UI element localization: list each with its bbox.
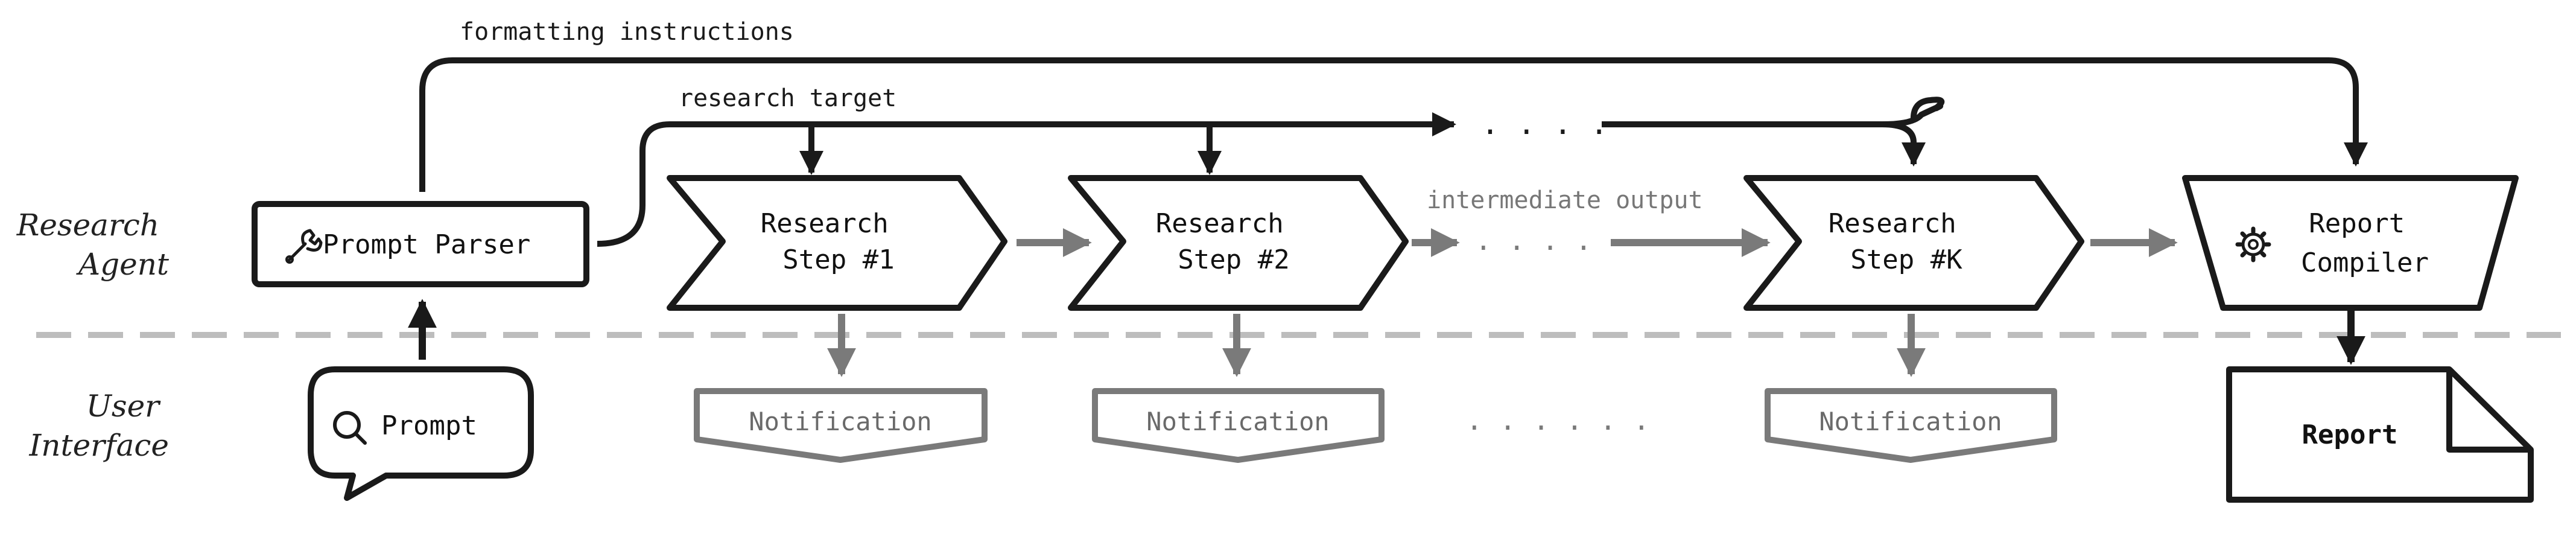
research-step-2-label: Research Step #2 [1156, 208, 1299, 275]
research-target-bus-tail [1602, 121, 1926, 167]
notification-1[interactable]: Notification [694, 388, 988, 463]
search-icon [333, 411, 367, 445]
notification-2[interactable]: Notification [1092, 388, 1385, 463]
report-label: Report [2302, 419, 2398, 450]
prompt-parser-label: Prompt Parser [323, 229, 530, 260]
research-target-bus [597, 112, 1456, 247]
gear-icon [2235, 226, 2271, 263]
notification-k[interactable]: Notification [1765, 388, 2057, 463]
lane-label-agent: Research Agent [16, 208, 170, 282]
research-step-k-label: Research Step #K [1829, 208, 1972, 275]
research-step-1[interactable]: Research Step #1 [667, 175, 1007, 311]
notification-ellipsis: . . . . . . [1466, 404, 1650, 436]
formatting-instructions-label: formatting instructions [460, 18, 794, 46]
report-compiler-label: Report Compiler [2301, 208, 2429, 278]
research-step-2[interactable]: Research Step #2 [1068, 175, 1409, 311]
prompt-bubble[interactable]: Prompt [308, 366, 534, 501]
lane-label-ui: User Interface [29, 389, 169, 463]
report-document[interactable]: Report [2226, 366, 2534, 503]
research-target-ellipsis: . . . . [1481, 106, 1608, 141]
notification-k-label: Notification [1819, 407, 2002, 436]
research-target-loop [1882, 97, 1945, 127]
notification-2-label: Notification [1146, 407, 1329, 436]
research-step-k[interactable]: Research Step #K [1743, 175, 2084, 311]
research-target-label: research target [679, 84, 896, 112]
formatting-instructions-arrow [419, 57, 2368, 192]
research-step-1-label: Research Step #1 [761, 208, 904, 275]
wrench-icon [285, 229, 323, 264]
report-compiler[interactable]: Report Compiler [2182, 175, 2519, 311]
intermediate-output-label: intermediate output [1427, 186, 1703, 214]
intermediate-ellipsis: . . . . [1475, 224, 1592, 256]
prompt-label: Prompt [381, 410, 477, 441]
prompt-parser-box[interactable]: Prompt Parser [252, 201, 589, 287]
notification-1-label: Notification [749, 407, 931, 436]
